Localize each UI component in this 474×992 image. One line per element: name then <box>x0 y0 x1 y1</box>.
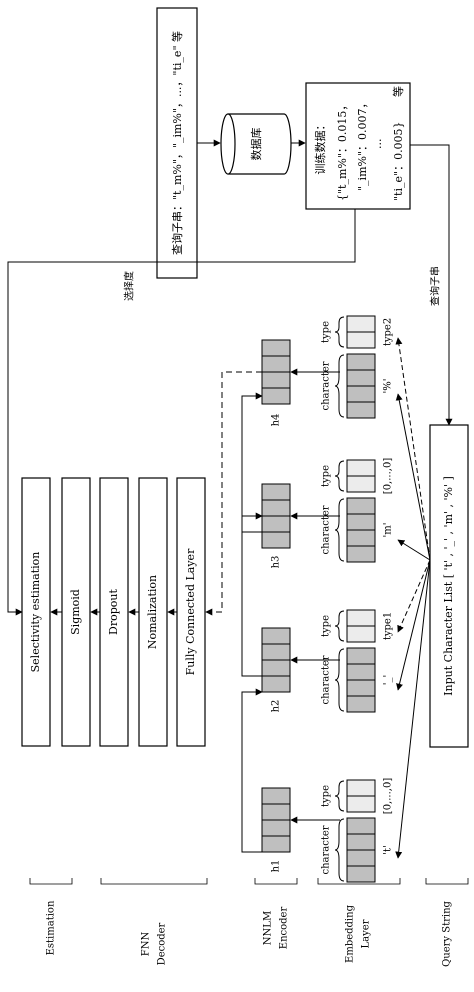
layer-dropout <box>99 477 129 747</box>
type-label-3: type <box>321 465 332 487</box>
type-value-2: type1 <box>383 612 394 640</box>
type-label-4: type <box>321 321 332 343</box>
character-label-1: character <box>321 825 332 874</box>
type-value-1: [0,...,0] <box>383 778 394 815</box>
svg-text:...: ... <box>371 139 384 150</box>
character-value-4: '%' <box>383 379 394 394</box>
character-value-2: '_' <box>383 675 394 686</box>
nnlm-encoder: h1 h2 h3 h4 <box>261 339 291 873</box>
svg-text:Query String: Query String <box>442 900 453 966</box>
section-embedding-layer: Embedding Layer <box>317 878 401 963</box>
svg-text:训练数据：: 训练数据： <box>313 120 327 175</box>
svg-text:"ti_e"：0.005}: "ti_e"：0.005} <box>392 121 405 201</box>
svg-text:Encoder: Encoder <box>279 907 290 950</box>
arrow-label-selectivity: 选择度 <box>123 271 136 301</box>
svg-text:NNLM: NNLM <box>263 911 274 945</box>
layer-label-dropout: Dropout <box>107 588 120 634</box>
character-value-1: 't' <box>383 845 394 855</box>
layer-label-sigmoid: Sigmoid <box>69 589 82 635</box>
embedding-percent <box>346 315 376 419</box>
svg-text:Estimation: Estimation <box>46 900 57 955</box>
svg-text:FNN: FNN <box>141 932 152 957</box>
hidden-label-h3: h3 <box>271 556 282 569</box>
hidden-state-h1 <box>261 787 291 853</box>
hidden-label-h1: h1 <box>271 860 282 873</box>
svg-text:Decoder: Decoder <box>157 922 168 965</box>
layer-label-selectivity: Selectivity estimation <box>29 552 42 673</box>
embedding-m <box>346 459 376 563</box>
training-data-text: 训练数据： {"t_m%"：0.015， "_im%"：0.007， ... "… <box>313 86 405 201</box>
svg-text:Layer: Layer <box>361 919 372 948</box>
database-label: 数据库 <box>249 128 263 161</box>
hidden-state-h2 <box>261 627 291 693</box>
query-substring-box <box>156 7 198 279</box>
layer-normalization <box>138 477 168 747</box>
database-cylinder <box>220 113 292 175</box>
hidden-label-h2: h2 <box>271 700 282 713</box>
embedding-t <box>346 779 376 883</box>
layer-selectivity-estimation <box>21 477 51 747</box>
layer-label-fully-connected: Fully Connected Layer <box>184 548 197 675</box>
svg-text:"_im%"：0.007，: "_im%"：0.007， <box>356 97 369 191</box>
layer-sigmoid <box>61 477 91 747</box>
type-label-1: type <box>321 785 332 807</box>
hidden-state-h4 <box>261 339 291 405</box>
type-value-3: [0,...,0] <box>383 458 394 495</box>
character-label-3: character <box>321 505 332 554</box>
character-label-2: character <box>321 655 332 704</box>
character-value-3: 'm' <box>383 523 394 538</box>
arrow-label-query: 查询子串 <box>429 266 442 306</box>
layer-label-normalization: Nomalization <box>146 575 159 649</box>
section-fnn-decoder: FNN Decoder <box>100 878 208 965</box>
character-label-4: character <box>321 361 332 410</box>
hidden-label-h4: h4 <box>271 414 282 427</box>
layer-fully-connected <box>176 477 206 747</box>
svg-text:Embedding: Embedding <box>345 904 356 963</box>
section-query-string: Query String <box>425 878 469 967</box>
section-nnlm-encoder: NNLM Encoder <box>254 878 298 950</box>
input-character-list-text: Input Character List [ 't' , '_' , 'm' ,… <box>442 476 455 696</box>
section-estimation: Estimation <box>29 878 73 955</box>
embedding-layer: type character type character type chara… <box>321 315 394 883</box>
training-data-box <box>305 82 411 210</box>
input-character-list-box <box>429 424 469 748</box>
svg-text:{"t_m%"：0.015，: {"t_m%"：0.015， <box>336 100 349 201</box>
fnn-decoder-layers: Selectivity estimation Sigmoid Dropout N… <box>21 477 206 747</box>
svg-text:等: 等 <box>391 86 405 97</box>
type-value-4: type2 <box>383 318 394 346</box>
hidden-state-h3 <box>261 483 291 549</box>
type-label-2: type <box>321 615 332 637</box>
embedding-underscore <box>346 609 376 713</box>
query-substring-text: 查询子串："t_m%"，"_im%"，...，"ti_e" 等 <box>170 31 184 255</box>
